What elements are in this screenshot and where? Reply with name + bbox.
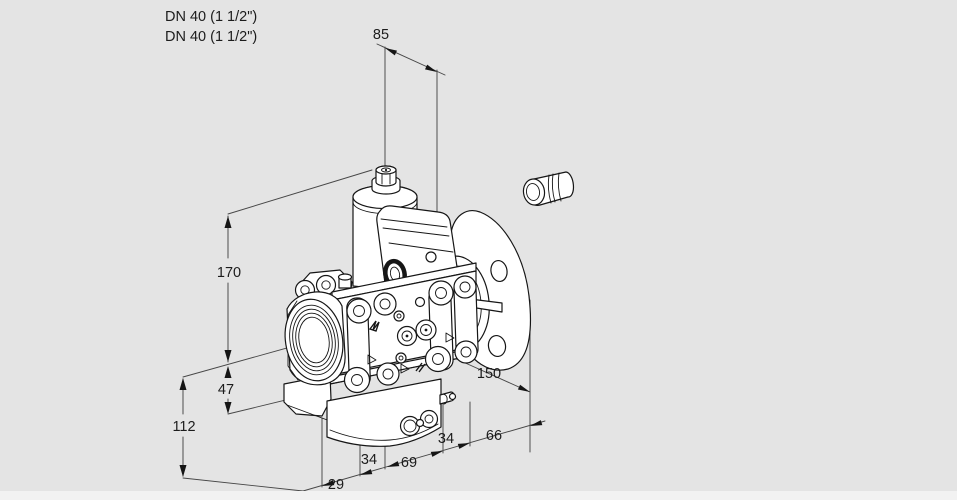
dim-29-label: 29 — [328, 477, 344, 493]
valve-illustration — [283, 165, 575, 447]
box-port — [399, 415, 421, 437]
arrowhead — [457, 443, 470, 449]
page-bottom-strip — [0, 491, 957, 500]
arrowhead — [385, 48, 397, 56]
dim-170-label: 170 — [217, 265, 241, 281]
labels: DN 40 (1 1/2") DN 40 (1 1/2") 85 170 47 … — [165, 9, 502, 493]
arrowhead — [224, 350, 232, 362]
arrowhead — [517, 384, 530, 392]
flange-bolt-hole — [490, 259, 508, 283]
flange-bolt-hole — [487, 334, 507, 358]
dim-chain-line — [302, 420, 546, 492]
ext-line-112-bottom — [182, 477, 304, 492]
arrowhead — [360, 469, 373, 475]
arrowhead — [530, 420, 543, 426]
threaded-inlet — [284, 291, 346, 386]
arrowhead — [224, 402, 232, 414]
arrowhead — [179, 465, 187, 477]
housing-screw — [425, 251, 437, 263]
plug-component — [522, 171, 575, 206]
lower-actuator-box — [326, 378, 457, 447]
dim-47-label: 47 — [218, 382, 234, 398]
pressure-test-points — [396, 319, 437, 347]
dim-112-label: 112 — [172, 419, 195, 435]
screw-bosses-top — [346, 275, 477, 324]
dim-34-right-label: 34 — [438, 431, 454, 447]
arrowhead — [179, 378, 187, 390]
adjustment-cap — [371, 165, 401, 195]
dim-34-left-label: 34 — [361, 452, 377, 468]
arrowhead — [322, 480, 335, 486]
arrowhead — [387, 461, 400, 467]
dim-150-label: 150 — [477, 366, 501, 382]
arrowhead — [224, 216, 232, 228]
arrowhead — [224, 366, 232, 378]
flow-direction-marks — [367, 320, 455, 374]
arrowhead — [430, 451, 443, 457]
dim-85-label: 85 — [373, 27, 389, 43]
port-label-line2: DN 40 (1 1/2") — [165, 29, 257, 45]
dimension-lines — [179, 43, 546, 492]
dim-69-label: 69 — [401, 455, 417, 471]
screw-bosses-bottom — [343, 340, 478, 394]
dim-66-label: 66 — [486, 428, 502, 444]
port-label-line1: DN 40 (1 1/2") — [165, 9, 257, 25]
ext-line-170-top — [227, 169, 373, 215]
arrowhead — [425, 64, 437, 72]
